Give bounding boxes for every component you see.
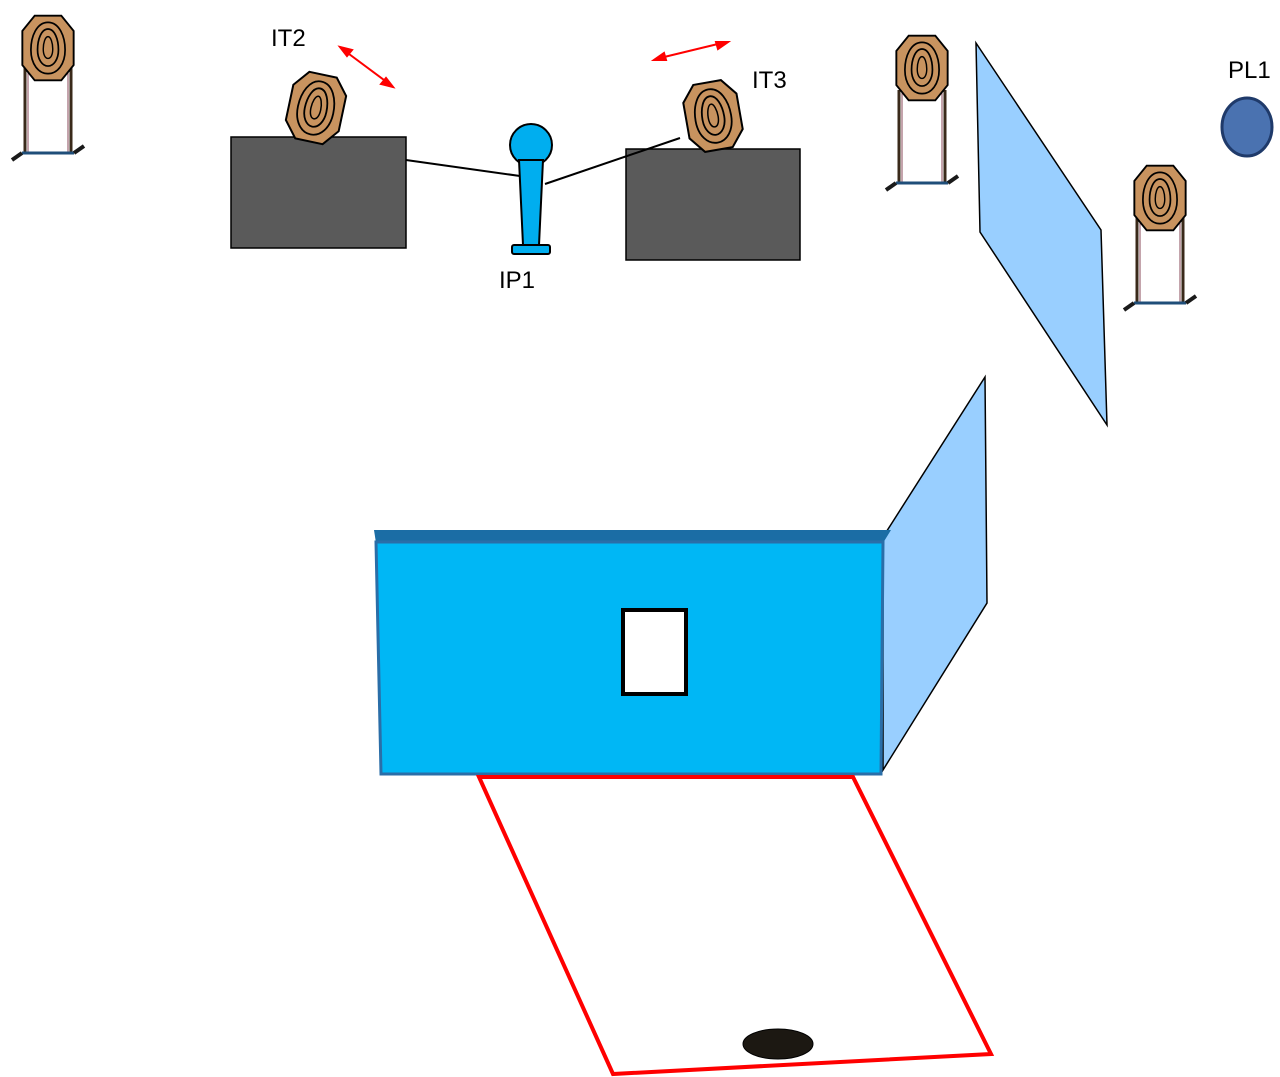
label-ip1: IP1 <box>499 267 535 294</box>
label-it2: IT2 <box>271 25 306 52</box>
wall-port <box>621 608 688 696</box>
angled-wall-panel <box>975 40 1108 428</box>
target-stand-icon <box>884 88 960 192</box>
barrel-right <box>625 148 801 261</box>
steel-target-on-stand-3 <box>1122 164 1198 312</box>
octagon-steel-target-icon <box>21 14 75 82</box>
barrel-left <box>230 136 407 249</box>
steel-target-on-stand-1 <box>10 14 86 162</box>
double-arrow-icon <box>337 45 396 89</box>
popper-icon <box>509 123 553 255</box>
target-it2 <box>281 68 351 148</box>
label-it3: IT3 <box>752 67 787 94</box>
double-arrow-icon <box>650 41 732 61</box>
steel-target-on-stand-2 <box>884 34 960 192</box>
front-wall <box>374 530 891 776</box>
target-it3 <box>679 76 747 156</box>
shooting-box <box>475 775 995 1077</box>
octagon-steel-target-icon <box>679 76 747 156</box>
oval-start-marker-icon <box>742 1028 814 1060</box>
octagon-steel-target-icon <box>1133 164 1187 232</box>
wall-side-panel <box>882 374 988 773</box>
octagon-steel-target-icon <box>281 68 351 148</box>
activation-cable-right <box>544 137 681 185</box>
label-pl1: PL1 <box>1228 57 1271 84</box>
activation-cable-left <box>405 159 521 177</box>
circle-plate-icon <box>1220 96 1274 158</box>
octagon-steel-target-icon <box>895 34 949 102</box>
